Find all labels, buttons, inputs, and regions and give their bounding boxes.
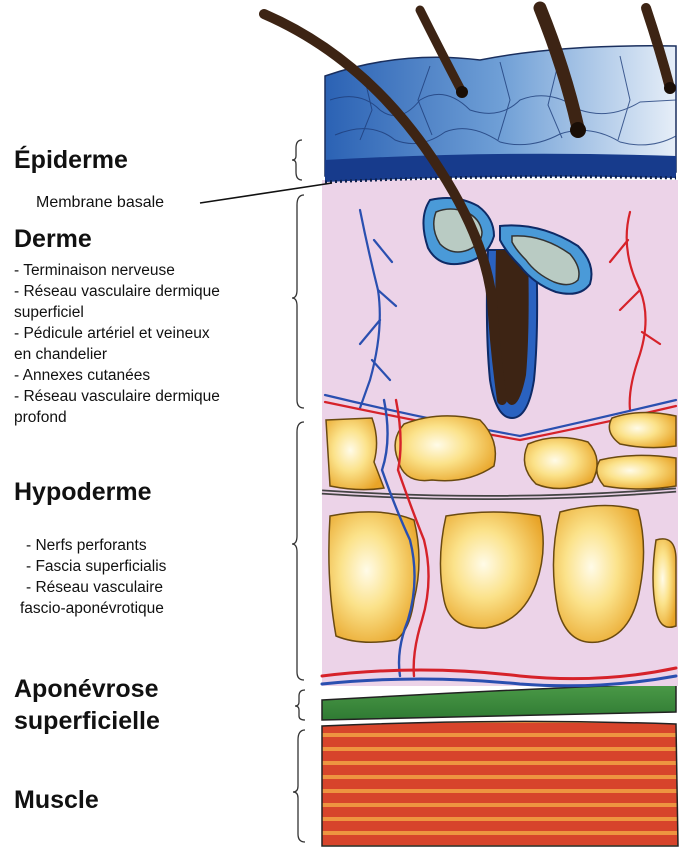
fat-lobule — [609, 412, 676, 447]
bracket-hypoderme — [292, 422, 304, 680]
fat-lobules-lower — [329, 505, 676, 642]
membrane-pointer-line — [200, 183, 332, 203]
fat-lobule — [395, 416, 495, 481]
muscle-layer — [322, 721, 678, 846]
fat-lobule — [524, 437, 597, 488]
fat-lobule — [653, 539, 676, 627]
bracket-derme — [292, 195, 304, 408]
fat-lobule — [597, 455, 676, 489]
aponevrose-layer — [322, 683, 676, 720]
bracket-aponevrose — [295, 690, 305, 720]
bracket-muscle — [293, 730, 305, 842]
bracket-epiderme — [292, 140, 302, 180]
fat-lobule — [326, 418, 384, 490]
bracket-group — [292, 140, 305, 842]
